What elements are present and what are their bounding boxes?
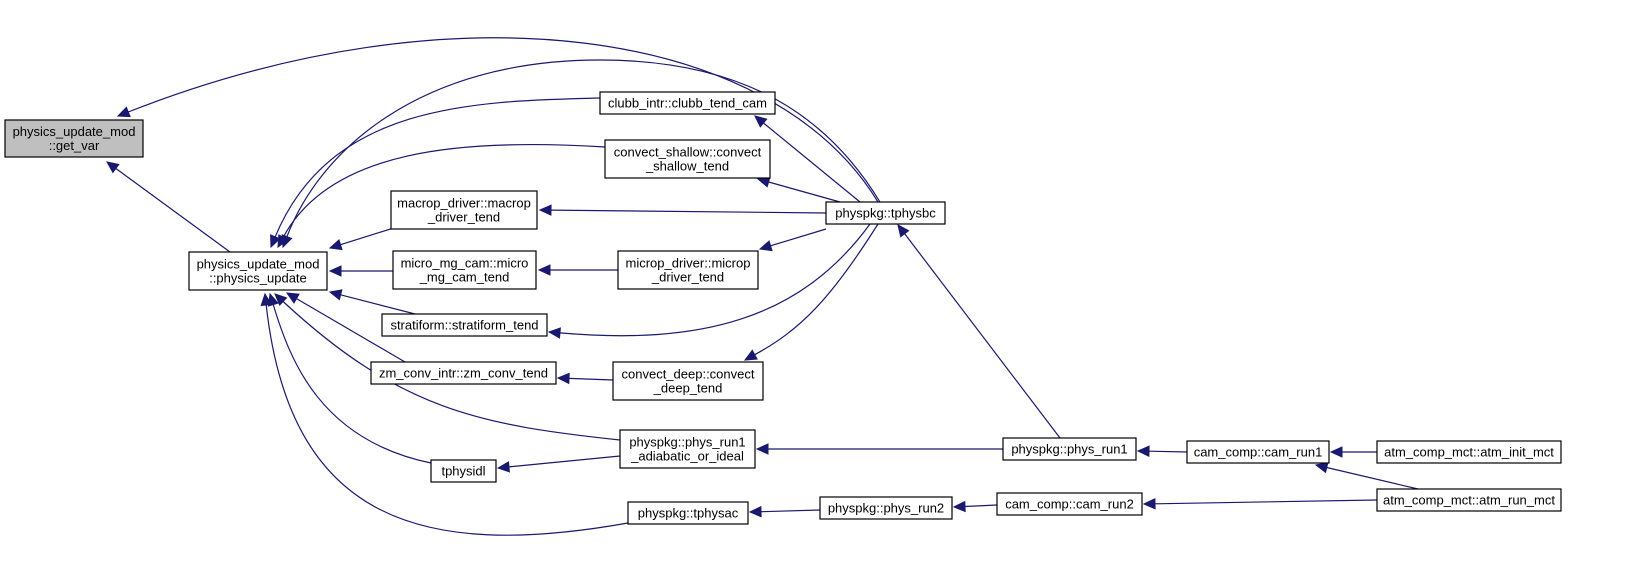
node-label: physics_update_mod xyxy=(197,257,320,272)
node-physics_update[interactable]: physics_update_mod::physics_update xyxy=(188,251,328,291)
node-macrop_driver_tend[interactable]: macrop_driver::macrop_driver_tend xyxy=(390,190,538,230)
edge-zm_conv_tend-to-physics_update xyxy=(285,292,406,363)
node-label: physpkg::phys_run1 xyxy=(629,435,745,450)
edge-tphysbc-to-convect_shallow_tend xyxy=(756,176,841,203)
edge-tphysbc-to-microp_driver_tend xyxy=(758,228,827,252)
node-label: micro_mg_cam::micro xyxy=(401,256,529,271)
edge-stratiform_tend-to-physics_update xyxy=(328,289,416,315)
node-label: atm_comp_mct::atm_init_mct xyxy=(1384,445,1554,460)
node-label: physpkg::phys_run1 xyxy=(1011,442,1127,457)
edge-micro_mg_cam_tend-to-physics_update xyxy=(328,265,393,277)
node-label: physics_update_mod xyxy=(13,124,136,139)
edge-microp_driver_tend-to-micro_mg_cam_tend xyxy=(537,264,618,276)
node-label: _driver_tend xyxy=(651,270,724,285)
edge-tphysbc-to-get_var xyxy=(116,37,879,203)
edge-tphysac-to-physics_update xyxy=(260,292,629,536)
edge-macrop_driver_tend-to-physics_update xyxy=(328,225,401,251)
node-cam_run1[interactable]: cam_comp::cam_run1 xyxy=(1186,440,1330,464)
node-label: microp_driver::microp xyxy=(626,256,751,271)
node-convect_deep_tend[interactable]: convect_deep::convect_deep_tend xyxy=(612,361,764,401)
edge-tphysbc-to-physics_update xyxy=(281,59,881,249)
node-label: ::physics_update xyxy=(209,271,307,286)
edge-clubb_tend_cam-to-physics_update xyxy=(270,97,601,249)
node-label: physpkg::phys_run2 xyxy=(828,501,944,516)
node-label: _shallow_tend xyxy=(645,159,729,174)
edge-atm_run_mct-to-cam_run2 xyxy=(1142,498,1378,510)
node-label: _mg_cam_tend xyxy=(419,270,510,285)
edge-cam_run1-to-phys_run1 xyxy=(1136,445,1188,457)
edge-phys_run1-to-phys_run1_adiabatic xyxy=(755,443,1003,455)
node-zm_conv_tend[interactable]: zm_conv_intr::zm_conv_tend xyxy=(370,361,557,385)
node-get_var[interactable]: physics_update_mod::get_var xyxy=(4,119,144,158)
node-label: physpkg::tphysbc xyxy=(835,206,936,221)
edge-tphysbc-to-clubb_tend_cam xyxy=(754,115,861,203)
node-tphysidl[interactable]: tphysidl xyxy=(430,459,497,483)
node-label: cam_comp::cam_run1 xyxy=(1194,445,1323,460)
node-phys_run2[interactable]: physpkg::phys_run2 xyxy=(819,496,953,520)
node-clubb_tend_cam[interactable]: clubb_intr::clubb_tend_cam xyxy=(599,91,776,115)
node-label: physpkg::tphysac xyxy=(638,506,739,521)
node-tphysac[interactable]: physpkg::tphysac xyxy=(627,501,749,525)
edge-atm_init_mct-to-cam_run1 xyxy=(1329,446,1377,458)
node-label: stratiform::stratiform_tend xyxy=(390,318,538,333)
node-label: convect_deep::convect xyxy=(622,367,755,382)
node-label: convect_shallow::convect xyxy=(614,145,762,160)
node-atm_run_mct[interactable]: atm_comp_mct::atm_run_mct xyxy=(1376,488,1562,512)
edge-tphysbc-to-convect_deep_tend xyxy=(743,223,879,361)
node-label: clubb_intr::clubb_tend_cam xyxy=(608,96,767,111)
node-label: _adiabatic_or_ideal xyxy=(630,449,744,464)
node-label: cam_comp::cam_run2 xyxy=(1005,497,1134,512)
node-label: macrop_driver::macrop xyxy=(397,196,531,211)
node-label: atm_comp_mct::atm_run_mct xyxy=(1383,493,1555,508)
node-phys_run1_adiabatic[interactable]: physpkg::phys_run1_adiabatic_or_ideal xyxy=(619,429,756,469)
graph-edges xyxy=(106,37,1419,536)
node-label: _driver_tend xyxy=(427,210,500,225)
node-phys_run1[interactable]: physpkg::phys_run1 xyxy=(1002,437,1137,461)
node-label: tphysidl xyxy=(441,464,485,479)
node-label: ::get_var xyxy=(49,138,100,153)
node-tphysbc[interactable]: physpkg::tphysbc xyxy=(825,201,946,225)
graph-nodes: physics_update_mod::get_varphysics_updat… xyxy=(4,91,1562,525)
edge-phys_run1-to-tphysbc xyxy=(897,224,1061,439)
node-atm_init_mct[interactable]: atm_comp_mct::atm_init_mct xyxy=(1376,440,1562,464)
node-convect_shallow_tend[interactable]: convect_shallow::convect_shallow_tend xyxy=(604,139,771,179)
edge-cam_run2-to-phys_run2 xyxy=(952,500,998,513)
edge-tphysbc-to-stratiform_tend xyxy=(547,223,871,339)
node-microp_driver_tend[interactable]: microp_driver::microp_driver_tend xyxy=(617,250,759,290)
edge-physics_update-to-get_var xyxy=(106,161,231,253)
edge-atm_run_mct-to-cam_run1 xyxy=(1314,462,1419,490)
node-cam_run2[interactable]: cam_comp::cam_run2 xyxy=(996,492,1143,516)
node-micro_mg_cam_tend[interactable]: micro_mg_cam::micro_mg_cam_tend xyxy=(392,250,537,290)
edge-phys_run1_adiabatic-to-tphysidl xyxy=(496,455,621,473)
edge-tphysbc-to-macrop_driver_tend xyxy=(538,204,827,216)
edge-phys_run1_adiabatic-to-physics_update xyxy=(274,293,621,441)
edge-phys_run2-to-tphysac xyxy=(748,505,821,518)
node-label: _deep_tend xyxy=(653,381,723,396)
node-label: zm_conv_intr::zm_conv_tend xyxy=(379,366,548,381)
node-stratiform_tend[interactable]: stratiform::stratiform_tend xyxy=(381,313,548,337)
edge-convect_deep_tend-to-zm_conv_tend xyxy=(556,372,614,385)
